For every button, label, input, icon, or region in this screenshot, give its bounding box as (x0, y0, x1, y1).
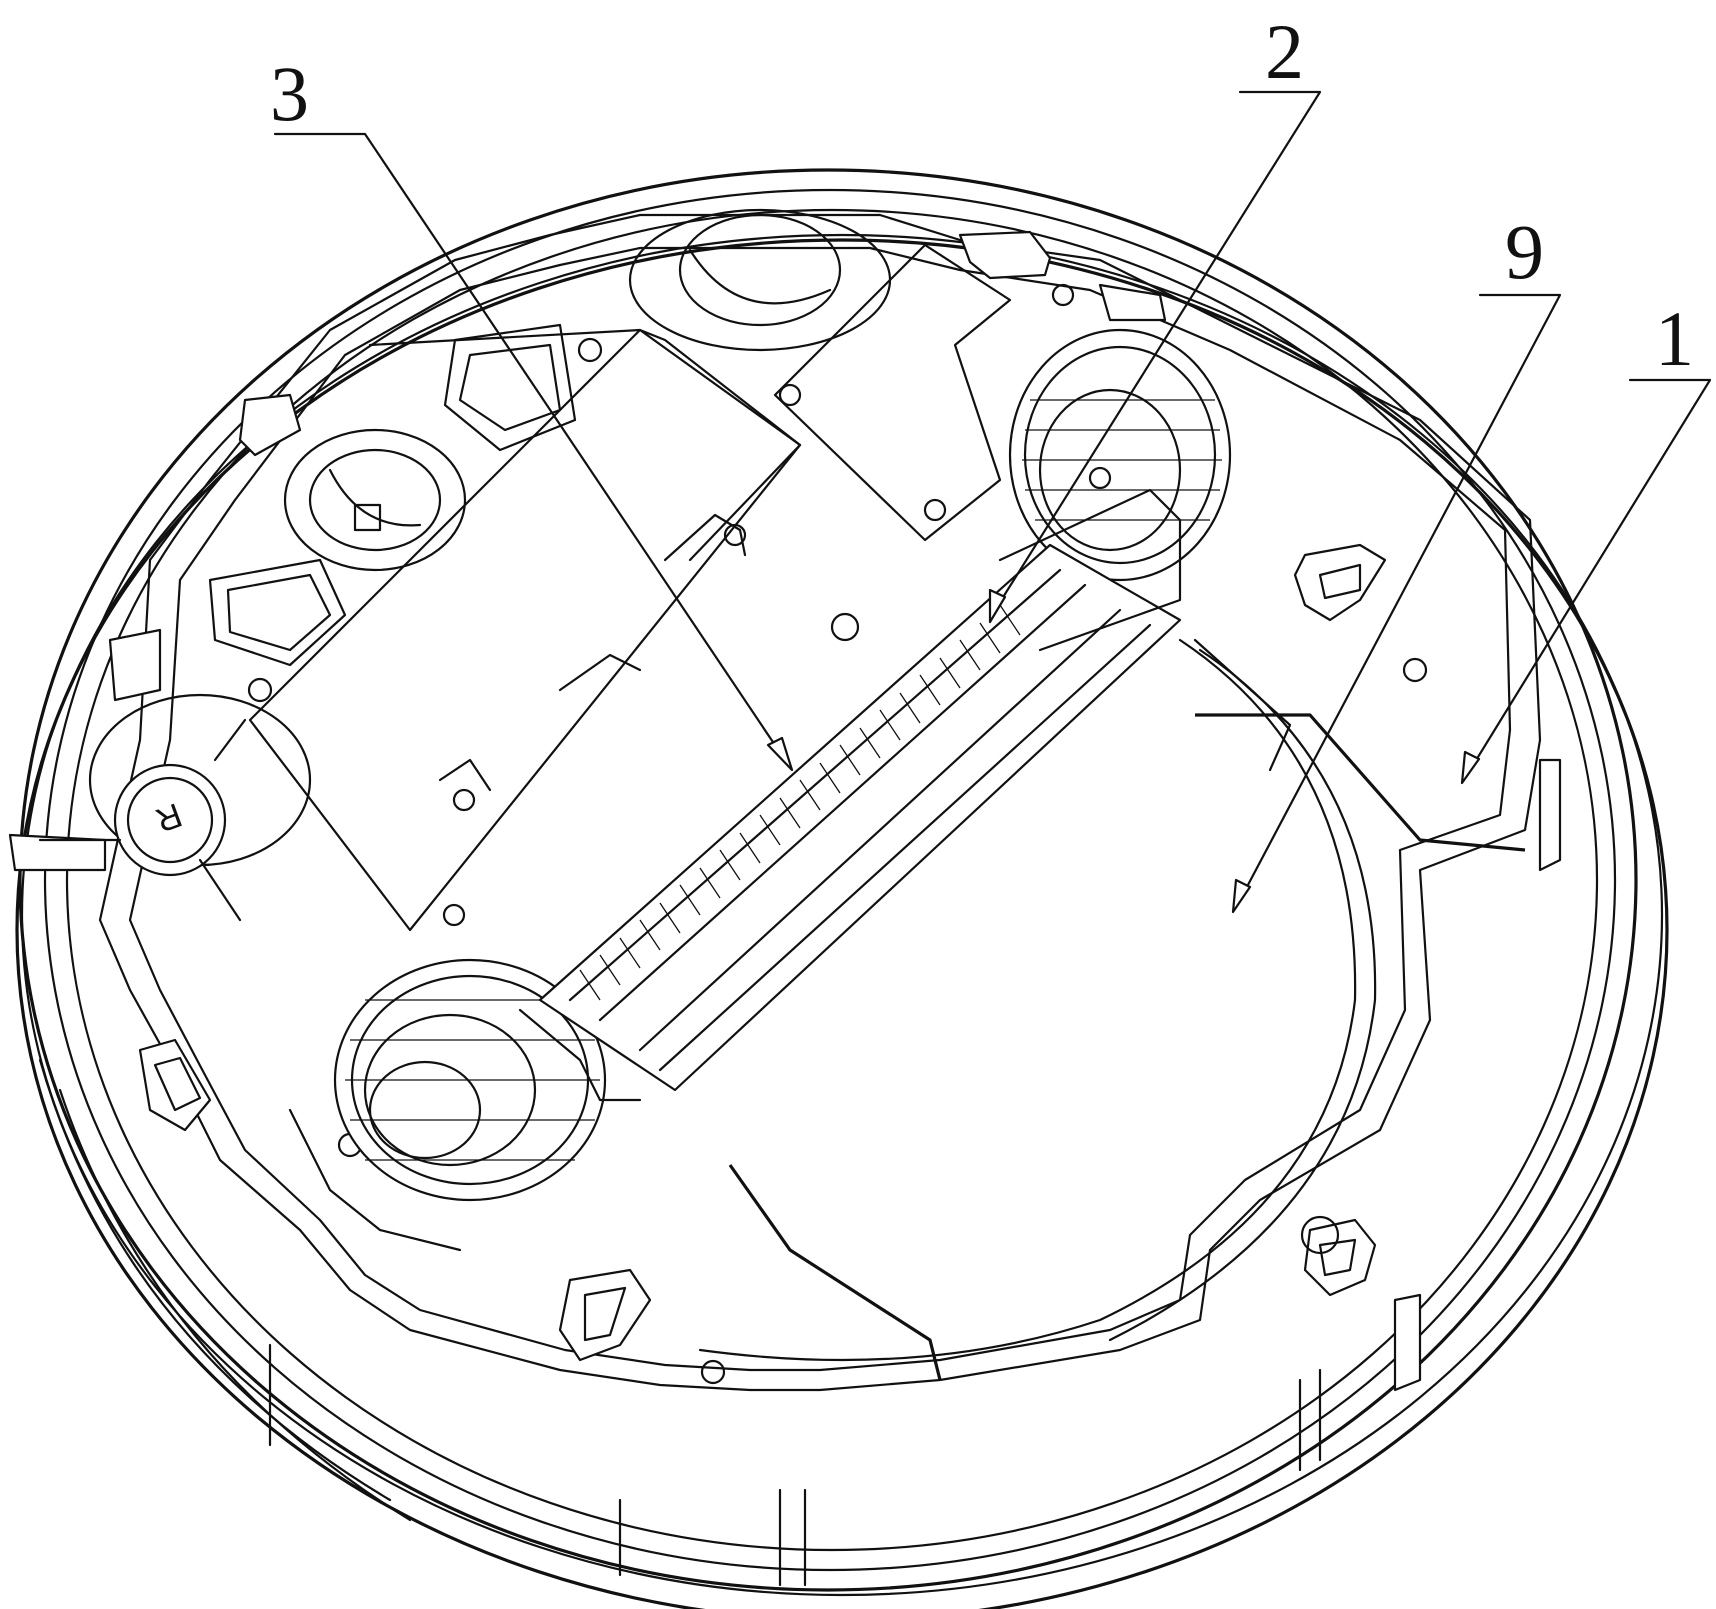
callout-3: 3 (270, 50, 309, 137)
callout-2: 2 (1265, 8, 1304, 95)
outer-housing (15, 168, 1669, 1609)
wire-harness (728, 713, 1526, 1381)
right-cover-plate (773, 243, 1075, 542)
callouts: 3 2 9 1 (270, 8, 1694, 382)
main-roller-brush (518, 488, 1292, 1102)
leader-lines (273, 90, 1712, 914)
battery-cover (208, 323, 802, 932)
base-plate (98, 213, 1542, 1392)
rim-tabs (8, 230, 1562, 1392)
callout-1: 1 (1655, 295, 1694, 382)
drive-wheel-right (1008, 328, 1232, 582)
callout-9: 9 (1505, 208, 1544, 295)
side-wheel-r: R (38, 693, 312, 922)
caster-wheel (628, 208, 892, 352)
drive-wheel-left (288, 958, 607, 1252)
left-side-brush (283, 428, 467, 572)
